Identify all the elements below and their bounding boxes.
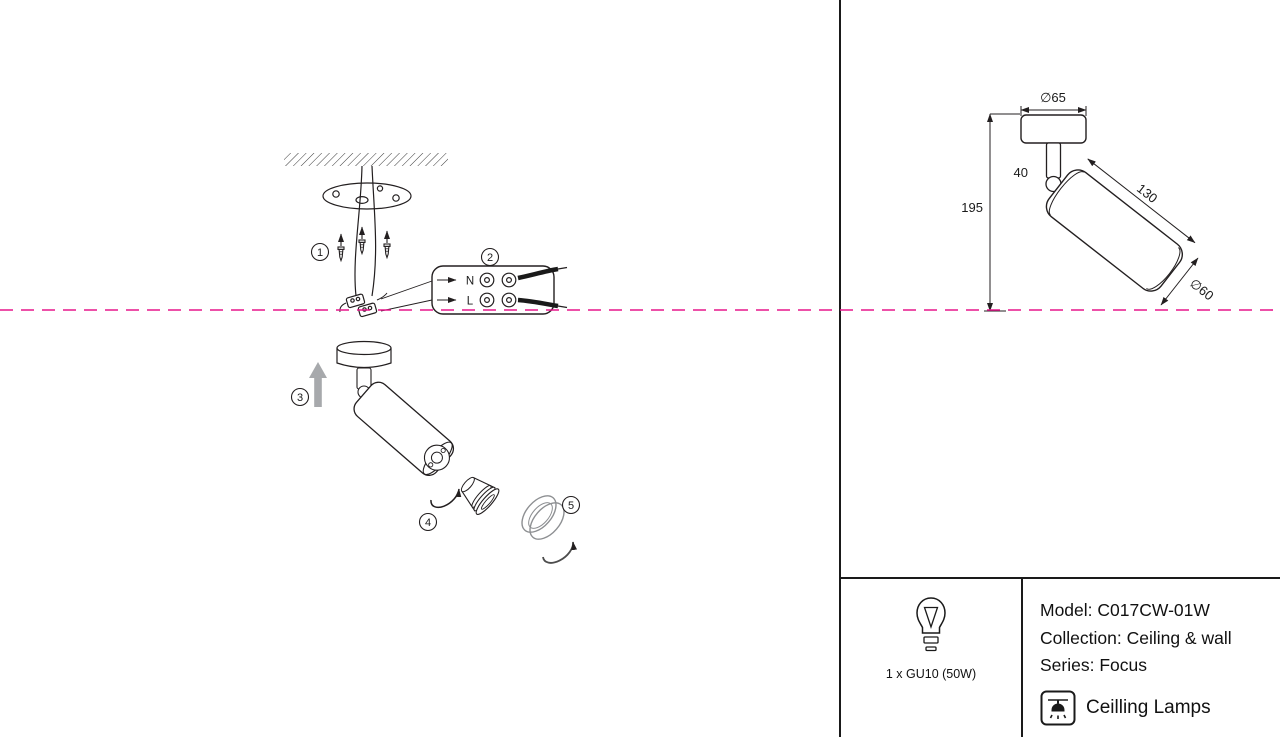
series-line: Series: Focus [1040, 655, 1147, 675]
detail-leader-top [380, 280, 433, 300]
category-label: Ceilling Lamps [1086, 696, 1211, 718]
step-2-number: 2 [487, 252, 493, 264]
canopy-diameter-label: ∅65 [1040, 90, 1066, 105]
canopy [336, 340, 392, 399]
canopy-height-label: 40 [1014, 165, 1028, 180]
twist-ring-arrow [542, 541, 578, 564]
step-2-badge: 2 [480, 247, 500, 267]
body-profile: 130 [1045, 158, 1196, 292]
wire-connector-knot [339, 292, 388, 318]
category-row: Ceilling Lamps [1040, 690, 1280, 726]
mounting-plate [322, 182, 412, 210]
step-5-number: 5 [568, 500, 574, 512]
model-line: Model: C017CW-01W [1040, 600, 1210, 620]
twist-bulb-arrow [430, 488, 462, 509]
gu10-bulb [460, 476, 500, 515]
stem-profile [1045, 142, 1062, 179]
gu10-bulb-icon [916, 597, 946, 652]
panel-borders [839, 0, 1280, 737]
slide-up-arrow [309, 362, 327, 407]
wire-neutral [517, 266, 559, 281]
step-3-number: 3 [297, 392, 303, 404]
step-4-badge: 4 [418, 512, 438, 532]
canopy-profile [1020, 114, 1087, 144]
terminal-n-label: N [466, 276, 474, 288]
step-1-badge: 1 [310, 242, 330, 262]
step-5-badge: 5 [561, 495, 581, 515]
step-4-number: 4 [425, 517, 431, 529]
detail-leader-bottom [380, 299, 433, 312]
lamp-body [353, 381, 500, 515]
terminal-l-label: L [467, 296, 474, 308]
body-diameter-label: ∅60 [1187, 276, 1217, 304]
step-1-number: 1 [317, 247, 323, 259]
installation-diagram: 1 N L [284, 153, 581, 564]
mounting-screws [338, 227, 390, 261]
screw [338, 234, 344, 261]
product-spec-cell: Model: C017CW-01W Collection: Ceiling & … [1023, 579, 1280, 737]
terminal-block-detail: N L [431, 265, 568, 315]
wire-live [517, 297, 559, 309]
screw [359, 227, 365, 254]
step-3-badge: 3 [290, 387, 310, 407]
collection-line: Collection: Ceiling & wall [1040, 627, 1232, 648]
lamp-count-label: 1 x GU10 (50W) [885, 667, 977, 681]
body-length-label: 130 [1134, 181, 1160, 206]
supply-wires [354, 165, 377, 297]
ceiling-hatch [284, 153, 448, 166]
lamp-spec-cell: 1 x GU10 (50W) [841, 579, 1021, 737]
screw [384, 231, 390, 258]
overall-height-label: 195 [961, 200, 983, 215]
ceiling-lamp-icon [1040, 690, 1076, 725]
trim-ring [521, 495, 565, 540]
dimension-drawing: ∅65 40 130 ∅60 195 [961, 90, 1217, 312]
